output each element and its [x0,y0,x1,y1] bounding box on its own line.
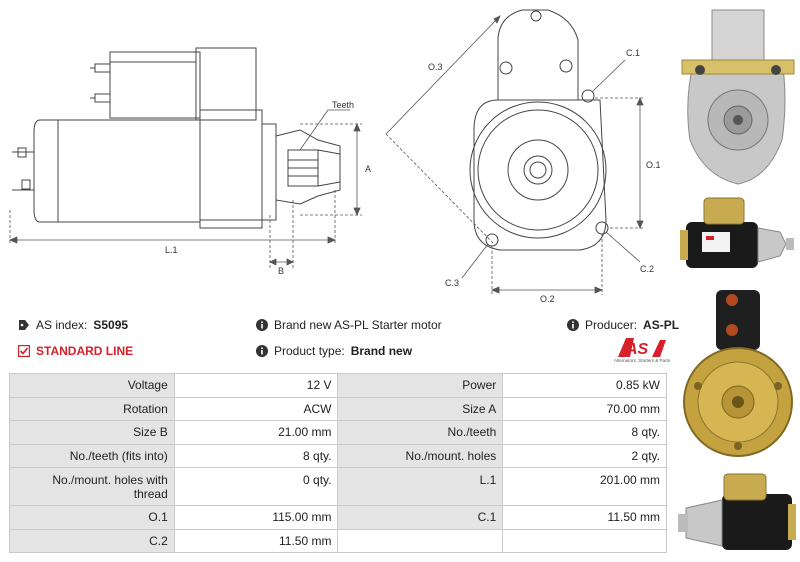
product-type-row: Product type: Brand new [256,344,412,358]
spec-value: 8 qty. [502,420,667,445]
producer-row: Producer: AS-PL [567,318,679,332]
spec-label: No./teeth (fits into) [9,443,175,468]
product-type-value: Brand new [350,344,413,358]
spec-value: 21.00 mm [173,420,339,445]
photo-rear-view [676,285,800,460]
as-index-value: S5095 [93,318,129,332]
product-description: Brand new AS-PL Starter motor [274,318,442,332]
spec-label: No./teeth [337,420,504,445]
label-o1: O.1 [646,160,661,170]
producer-label: Producer: [585,318,638,332]
label-teeth: Teeth [332,100,354,110]
table-row: No./mount. holes with thread 0 qty. L.1 … [9,467,667,506]
spec-label: Size A [337,396,504,421]
spec-value-empty [502,528,667,553]
as-index-row: AS index: S5095 [18,318,128,332]
spec-label: No./mount. holes with thread [9,467,175,506]
spec-label: O.1 [9,505,175,530]
label-c3: C.3 [445,278,459,288]
spec-value: 115.00 mm [173,505,339,530]
spec-label: Size B [9,420,175,445]
table-row: Voltage 12 V Power 0.85 kW [9,373,667,398]
label-c2: C.2 [640,264,654,274]
table-row: C.2 11.50 mm [9,528,667,553]
label-c1: C.1 [626,48,640,58]
spec-label: Power [337,373,504,398]
table-row: No./teeth (fits into) 8 qty. No./mount. … [9,443,667,468]
label-o2: O.2 [540,294,555,304]
spec-value: 0 qty. [173,467,339,506]
spec-label: C.1 [337,505,504,530]
spec-value: 8 qty. [173,443,339,468]
product-type-label: Product type: [274,344,345,358]
technical-drawing: Teeth A B L.1 O.3 C.1 O.1 C.2 C.3 O.2 [8,9,661,304]
spec-value: 201.00 mm [502,467,667,506]
spec-value: 0.85 kW [502,373,667,398]
table-row: Size B 21.00 mm No./teeth 8 qty. [9,420,667,445]
table-row: Rotation ACW Size A 70.00 mm [9,396,667,421]
spec-label: Rotation [9,396,175,421]
product-photos [676,0,800,562]
info-icon [567,319,579,331]
spec-label: Voltage [9,373,175,398]
producer-value: AS-PL [643,318,680,332]
spec-value: 2 qty. [502,443,667,468]
spec-label-empty [337,528,504,553]
table-row: O.1 115.00 mm C.1 11.50 mm [9,505,667,530]
spec-label: No./mount. holes [337,443,504,468]
front-view-drawing [469,9,609,251]
spec-label: C.2 [9,528,175,553]
info-icon [256,345,268,357]
logo-tagline: Alternators, Starters & Parts [613,358,670,363]
checkbox-checked-icon [18,345,30,357]
label-l1: L.1 [165,245,178,255]
spec-value: 12 V [173,373,339,398]
standard-line-label: STANDARD LINE [36,344,134,358]
label-o3: O.3 [428,62,443,72]
description-row: Brand new AS-PL Starter motor [256,318,442,332]
label-b: B [278,266,284,276]
spec-value: ACW [173,396,339,421]
spec-value: 11.50 mm [173,528,339,553]
standard-line-row: STANDARD LINE [18,344,133,358]
as-index-label: AS index: [36,318,88,332]
photo-drive-end-top [676,0,800,190]
spec-label: L.1 [337,467,504,506]
side-view-drawing [12,47,341,229]
as-logo-mark: AS [618,338,666,358]
as-pl-logo: AS Alternators, Starters & Parts [604,336,670,366]
label-a: A [365,164,371,174]
specs-table: Voltage 12 V Power 0.85 kW Rotation ACW … [9,373,667,553]
spec-value: 11.50 mm [502,505,667,530]
logo-text: AS [625,341,649,358]
photo-side-full [676,460,800,562]
info-icon [256,319,268,331]
tag-icon [19,320,29,330]
photo-side-view [676,190,800,285]
spec-value: 70.00 mm [502,396,667,421]
